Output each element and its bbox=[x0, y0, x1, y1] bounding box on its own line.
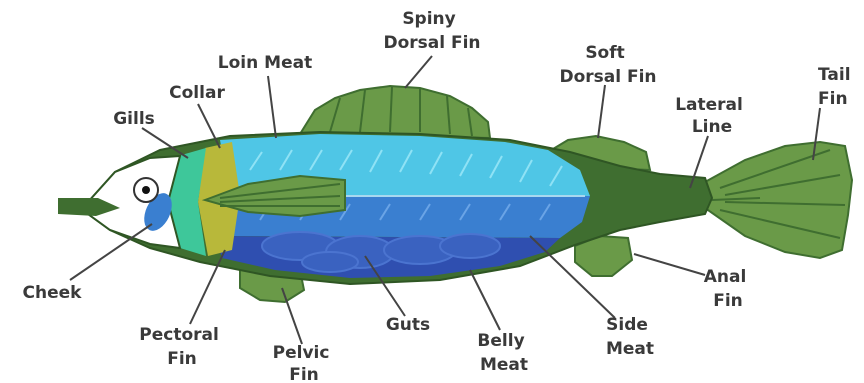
label-gills: Gills bbox=[113, 109, 155, 129]
label-collar: Collar bbox=[169, 83, 225, 103]
label-pelvic-fin: Pelvic Fin bbox=[273, 343, 336, 383]
label-loin-meat: Loin Meat bbox=[218, 53, 312, 73]
label-soft-dorsal-fin: Soft Dorsal Fin bbox=[559, 43, 656, 87]
label-pectoral-fin: Pectoral Fin bbox=[139, 325, 224, 369]
label-cheek: Cheek bbox=[23, 283, 83, 303]
pupil bbox=[142, 186, 150, 194]
label-guts: Guts bbox=[386, 315, 430, 335]
spiny-dorsal-fin bbox=[300, 86, 490, 138]
label-tail-fin: Tail Fin bbox=[818, 65, 856, 109]
label-anal-fin: Anal Fin bbox=[704, 267, 752, 311]
label-belly-meat: Belly Meat bbox=[477, 331, 530, 375]
label-spiny-dorsal-fin: Spiny Dorsal Fin bbox=[383, 9, 480, 53]
label-side-meat: Side Meat bbox=[606, 315, 654, 359]
label-lateral-line: Lateral Line bbox=[675, 95, 749, 137]
